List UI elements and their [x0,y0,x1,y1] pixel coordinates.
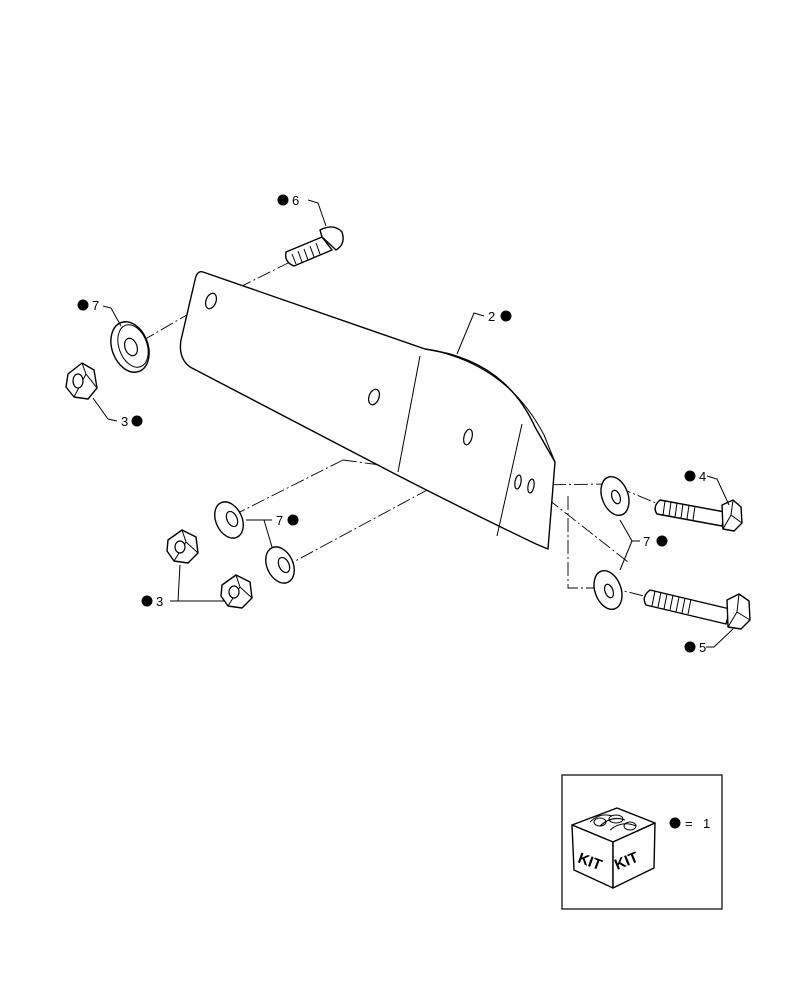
callout-7-right: 7 [643,534,668,549]
callout-4-number: 4 [699,469,706,484]
hex-bolt-long [643,589,751,630]
callout-7-middle: 7 [276,513,299,528]
callout-2: 2 [488,309,512,324]
hex-nut-top-left [65,362,98,400]
kit-legend-value: 1 [703,816,710,831]
callout-3-top: 3 [121,414,143,429]
kit-legend: KIT KIT = 1 [561,774,723,910]
plate-hole-2 [367,388,381,406]
callout-5: 5 [684,640,706,655]
plate-bend-line [397,355,421,473]
plate-hole-1 [204,292,218,310]
callout-7-top-number: 7 [92,298,99,313]
plate-hole-3 [463,428,473,446]
callout-6-number: 6 [292,193,299,208]
callout-3-top-number: 3 [121,414,128,429]
kit-box-icon: KIT KIT [571,807,656,889]
plate-hole-5 [527,478,535,494]
callout-3-bottom: 3 [141,594,163,609]
hex-bolt-short [654,499,743,532]
plate-second-bend-line [496,423,523,537]
washer-lower-left-2 [265,546,295,584]
callout-3-bottom-number: 3 [156,594,163,609]
leader-lines [92,199,734,648]
callout-7-right-number: 7 [643,534,650,549]
callout-5-number: 5 [699,640,706,655]
plate-hole-4 [514,474,522,490]
plate-body [179,270,556,550]
mounting-plate [179,270,556,550]
washer-lower-left-1 [214,501,244,539]
countersunk-bolt [284,226,344,267]
hex-nut-lower-left-1 [166,529,199,564]
washer-right-upper [600,475,630,517]
callout-6: 6 [277,193,299,208]
washer-top-left [110,321,150,373]
callout-7-middle-number: 7 [276,513,283,528]
callout-2-number: 2 [488,309,495,324]
callout-7-top: 7 [77,298,99,313]
plate-thickness-edge [424,348,556,463]
hex-nut-lower-left-2 [220,574,253,609]
washer-right-lower [593,569,623,611]
kit-legend-equals: = [685,816,693,831]
callout-4: 4 [684,469,706,484]
